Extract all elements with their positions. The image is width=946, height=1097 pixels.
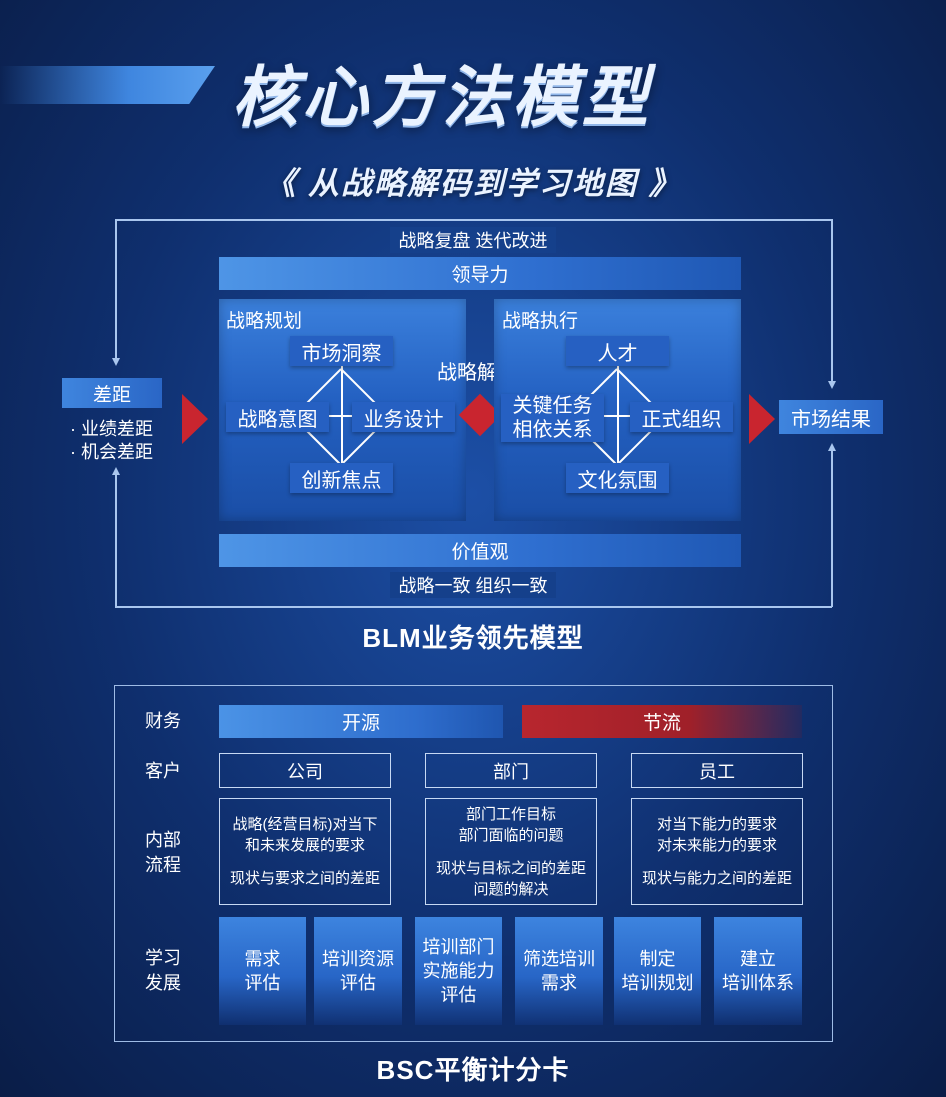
flow-arrow-icon — [182, 394, 208, 444]
process-text: 现状与目标之间的差距 — [435, 859, 586, 877]
process-text: 部门面临的问题 — [458, 826, 564, 844]
process-text: 对未来能力的要求 — [656, 837, 777, 854]
formal-org-node: 正式组织 — [630, 402, 733, 432]
learning-text: 培训资源 — [322, 949, 394, 969]
strategy-planning-label: 战略规划 — [226, 311, 303, 332]
flow-arrow-icon — [749, 394, 775, 444]
finance-cost-saving-bar: 节流 — [522, 705, 802, 738]
loop-line-right-bottom — [831, 450, 833, 607]
strategic-intent-node: 战略意图 — [226, 402, 329, 432]
learning-text: 实施能力 — [422, 961, 495, 981]
loop-arrow-down-icon — [112, 358, 120, 366]
process-text: 对当下能力的要求 — [656, 816, 777, 833]
process-text: 战略(经营目标)对当下 — [232, 816, 378, 833]
culture-node: 文化氛围 — [566, 463, 669, 493]
title-decoration-stripe — [0, 66, 215, 104]
learning-text: 评估 — [440, 985, 477, 1005]
process-text: 现状与要求之间的差距 — [229, 870, 380, 887]
gap-box: 差距 — [62, 378, 162, 408]
customer-employee-box: 员工 — [631, 753, 803, 788]
process-box-department: 部门工作目标 部门面临的问题 现状与目标之间的差距 问题的解决 — [425, 798, 597, 905]
key-tasks-node: 关键任务 相依关系 — [501, 394, 604, 442]
learning-box-needs-assessment: 需求 评估 — [219, 917, 306, 1025]
planning-hline — [280, 415, 400, 417]
business-design-node: 业务设计 — [352, 402, 455, 432]
execution-hline — [600, 415, 634, 417]
market-result-box: 市场结果 — [779, 400, 883, 434]
learning-box-training-system: 建立 培训体系 — [714, 917, 802, 1025]
row-label-learning-1: 学习 — [145, 948, 181, 968]
row-label-finance: 财务 — [145, 711, 181, 731]
customer-department-box: 部门 — [425, 753, 597, 788]
loop-arrow-up-right-icon — [828, 443, 836, 451]
key-tasks-line2: 相依关系 — [512, 419, 593, 441]
learning-box-capability-assessment: 培训部门 实施能力 评估 — [415, 917, 502, 1025]
loop-arrow-up-icon — [112, 467, 120, 475]
learning-box-resource-assessment: 培训资源 评估 — [314, 917, 402, 1025]
learning-text: 培训规划 — [621, 973, 694, 993]
page-title: 核心方法模型 — [232, 60, 652, 134]
process-text: 现状与能力之间的差距 — [641, 870, 792, 887]
learning-text: 评估 — [340, 973, 376, 993]
learning-text: 需求 — [541, 973, 577, 993]
learning-box-screen-needs: 筛选培训 需求 — [515, 917, 603, 1025]
values-bar: 价值观 — [219, 534, 741, 567]
finance-open-source-bar: 开源 — [219, 705, 503, 738]
loop-line-bottom — [115, 606, 832, 608]
loop-line-left-top — [115, 219, 117, 360]
market-insight-node: 市场洞察 — [290, 336, 393, 366]
strategy-execution-label: 战略执行 — [502, 311, 579, 332]
strategy-review-label: 战略复盘 迭代改进 — [390, 227, 556, 253]
learning-text: 制定 — [639, 949, 676, 969]
loop-line-left-bottom — [115, 474, 117, 607]
execution-vline — [617, 365, 619, 464]
leadership-bar: 领导力 — [219, 257, 741, 290]
process-text: 问题的解决 — [473, 880, 549, 898]
loop-line-top — [115, 219, 832, 221]
strategy-alignment-label: 战略一致 组织一致 — [390, 572, 556, 598]
row-label-learning-2: 发展 — [145, 973, 181, 993]
loop-arrow-down-right-icon — [828, 381, 836, 389]
customer-company-box: 公司 — [219, 753, 391, 788]
learning-text: 评估 — [244, 973, 281, 993]
row-label-process-2: 流程 — [145, 855, 181, 875]
process-box-employee: 对当下能力的要求 对未来能力的要求 现状与能力之间的差距 — [631, 798, 803, 905]
process-text: 部门工作目标 — [465, 805, 556, 823]
learning-text: 建立 — [740, 949, 776, 969]
bsc-caption: BSC平衡计分卡 — [376, 1054, 570, 1085]
blm-caption: BLM业务领先模型 — [362, 622, 584, 653]
learning-text: 培训部门 — [422, 937, 495, 957]
loop-line-right-top — [831, 219, 833, 383]
talent-node: 人才 — [566, 336, 669, 366]
learning-text: 需求 — [244, 949, 281, 969]
innovation-focus-node: 创新焦点 — [290, 463, 393, 493]
planning-vline — [341, 365, 343, 464]
learning-text: 筛选培训 — [523, 949, 595, 969]
bsc-frame — [114, 685, 833, 1042]
key-tasks-line1: 关键任务 — [512, 395, 593, 417]
process-box-company: 战略(经营目标)对当下 和未来发展的要求 现状与要求之间的差距 — [219, 798, 391, 905]
gap-item-opportunity: · 机会差距 — [70, 442, 153, 462]
learning-text: 培训体系 — [722, 973, 794, 993]
process-text: 和未来发展的要求 — [244, 837, 365, 854]
page-subtitle: 《 从战略解码到学习地图 》 — [264, 166, 682, 201]
row-label-process-1: 内部 — [145, 830, 181, 850]
gap-item-performance: · 业绩差距 — [70, 419, 153, 439]
row-label-customer: 客户 — [145, 761, 181, 781]
learning-box-training-plan: 制定 培训规划 — [614, 917, 701, 1025]
